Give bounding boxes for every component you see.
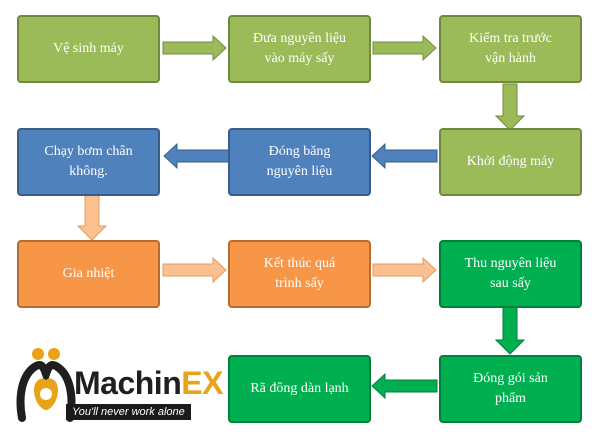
step-label: Rã đông dàn lạnh	[250, 381, 349, 396]
step-khoi-dong: Khởi động máy	[439, 128, 582, 196]
step-label: Chạy bơm chân không.	[44, 144, 133, 179]
logo-wordmark: MachinEX	[74, 366, 223, 400]
arrow-right	[372, 34, 437, 62]
step-label: Kiểm tra trước vận hành	[469, 31, 552, 66]
step-ket-thuc: Kết thúc quá trình sấy	[228, 240, 371, 308]
step-thu-nguyen-lieu: Thu nguyên liệu sau sấy	[439, 240, 582, 308]
step-kiem-tra: Kiểm tra trước vận hành	[439, 15, 582, 83]
step-label: Kết thúc quá trình sấy	[263, 256, 336, 291]
step-label: Đưa nguyên liệu vào máy sấy	[252, 31, 347, 66]
step-label: Đóng gói sản phẩm	[473, 371, 548, 406]
logo-tagline: You'll never work alone	[66, 404, 191, 420]
step-label: Khởi động máy	[466, 154, 555, 169]
step-label: Gia nhiệt	[62, 266, 115, 281]
logo-brand-main: Machin	[74, 365, 182, 401]
step-label: Đóng băng nguyên liệu	[266, 144, 333, 179]
step-dua-nguyen-lieu: Đưa nguyên liệu vào máy sấy	[228, 15, 371, 83]
arrow-left	[371, 142, 438, 170]
arrow-down	[494, 83, 526, 131]
arrow-right	[372, 256, 437, 284]
step-ra-dong: Rã đông dàn lạnh	[228, 355, 371, 423]
step-label: Vệ sinh máy	[53, 41, 124, 56]
step-label: Thu nguyên liệu sau sấy	[464, 256, 557, 291]
logo-brand-accent: EX	[181, 365, 223, 401]
logo-mark-icon	[16, 348, 76, 422]
step-dong-bang: Đóng băng nguyên liệu	[228, 128, 371, 196]
step-ve-sinh-may: Vệ sinh máy	[17, 15, 160, 83]
arrow-left	[371, 372, 438, 400]
arrow-right	[162, 256, 227, 284]
machinex-logo: MachinEX You'll never work alone	[14, 346, 223, 426]
step-gia-nhiet: Gia nhiệt	[17, 240, 160, 308]
arrow-left	[163, 142, 230, 170]
step-chay-bom: Chạy bơm chân không.	[17, 128, 160, 196]
arrow-down	[76, 193, 108, 241]
arrow-down	[494, 305, 526, 355]
arrow-right	[162, 34, 227, 62]
step-dong-goi: Đóng gói sản phẩm	[439, 355, 582, 423]
